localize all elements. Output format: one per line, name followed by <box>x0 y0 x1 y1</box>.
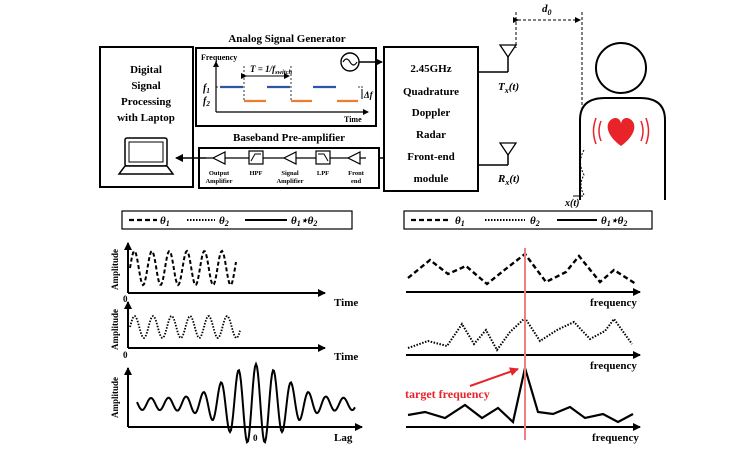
left-plot-3-xlabel: Lag <box>334 432 353 444</box>
label-signal: Signal <box>281 170 299 177</box>
left-plot-2: Amplitude 0 Time <box>110 301 358 363</box>
legend-right: θ1 θ2 θ1⋆θ2 <box>403 210 653 230</box>
label-front: Front <box>348 170 365 177</box>
bpa-title: Baseband Pre-amplifier <box>233 132 345 144</box>
lpf-icon <box>315 150 331 165</box>
target-frequency-arrow <box>469 367 519 387</box>
label-end: end <box>351 178 362 185</box>
left-plot-2-ylabel: Amplitude <box>110 309 120 350</box>
theta2-wave <box>129 314 241 340</box>
radar-line-2: Quadrature <box>403 86 459 98</box>
xt-label: x(t) <box>564 198 579 209</box>
radar-line-5: Front-end <box>407 151 454 163</box>
asg-delta-label: Δf <box>363 90 374 100</box>
right-plot-2-xlabel: frequency <box>590 360 637 372</box>
correlation-wave <box>136 361 356 444</box>
left-plot-1-ylabel: Amplitude <box>110 249 120 290</box>
heart-icon <box>592 117 650 146</box>
label-hpf: HPF <box>250 170 263 177</box>
d0-label: d0 <box>542 3 552 17</box>
left-plot-3-ylabel: Amplitude <box>110 377 120 418</box>
dsp-line-2: Signal <box>131 80 160 92</box>
dsp-line-3: Processing <box>121 96 171 108</box>
left-plot-2-zero: 0 <box>123 350 128 360</box>
target-frequency-label: target frequency <box>405 387 490 401</box>
rx-antenna-icon <box>478 142 518 166</box>
asg-f2-label: f2 <box>203 96 210 108</box>
radar-line-1: 2.45GHz <box>410 63 451 75</box>
distance-d0: d0 <box>513 3 583 140</box>
tx-label: Tx(t) <box>498 81 519 95</box>
dsp-line-4: with Laptop <box>117 112 175 124</box>
legend-right-conv: θ1⋆θ2 <box>601 215 627 228</box>
chest-displacement <box>580 149 585 196</box>
left-plot-1-xlabel: Time <box>334 297 358 309</box>
asg-period-label: T = 1/fswitch <box>250 64 292 76</box>
legend-right-theta2: θ2 <box>530 215 540 228</box>
label-amplifier-2: Amplifier <box>276 178 303 185</box>
label-lpf: LPF <box>317 170 329 177</box>
tx-antenna-icon <box>478 44 518 73</box>
legend-left: θ1 θ2 θ1⋆θ2 <box>121 210 353 230</box>
right-plot-3: frequency <box>406 363 641 444</box>
left-plot-3: Amplitude 0 Lag <box>110 361 363 444</box>
radar-line-4: Radar <box>416 129 446 141</box>
legend-right-theta1: θ1 <box>455 215 465 228</box>
theta1-wave <box>129 249 237 287</box>
front-end-icon <box>346 151 361 165</box>
signal-amp-icon <box>282 151 297 165</box>
legend-left-theta1: θ1 <box>160 215 170 228</box>
rx-label: Rx(t) <box>497 173 520 187</box>
right-plot-2: frequency <box>406 316 641 372</box>
laptop-icon <box>117 137 175 175</box>
theta2-spectrum <box>407 316 633 352</box>
asg-title: Analog Signal Generator <box>228 33 345 45</box>
analog-signal-generator: Analog Signal Generator Frequency Time f… <box>195 33 377 127</box>
oscillator-icon <box>340 52 360 72</box>
left-plot-2-xlabel: Time <box>334 351 358 363</box>
radar-line-3: Doppler <box>412 107 451 119</box>
asg-f1-label: f1 <box>203 83 210 95</box>
asg-ylabel: Frequency <box>201 53 237 62</box>
radar-line-6: module <box>414 173 449 185</box>
legend-left-theta2: θ2 <box>219 215 229 228</box>
left-plot-1-zero: 0 <box>123 294 128 304</box>
right-plot-1: frequency <box>406 252 641 309</box>
person-icon <box>579 42 666 200</box>
right-plot-3-xlabel: frequency <box>592 432 639 444</box>
left-plot-3-zero: 0 <box>253 433 258 443</box>
legend-left-conv: θ1⋆θ2 <box>291 215 317 228</box>
hpf-icon <box>248 150 264 165</box>
asg-xlabel: Time <box>344 115 362 124</box>
radar-module: 2.45GHz Quadrature Doppler Radar Front-e… <box>383 46 479 192</box>
label-output: Output <box>209 170 230 177</box>
output-amp-icon <box>211 151 226 165</box>
theta1-spectrum <box>407 252 637 286</box>
label-amplifier-1: Amplifier <box>205 178 232 185</box>
right-plot-1-xlabel: frequency <box>590 297 637 309</box>
dsp-block: Digital Signal Processing with Laptop <box>99 46 194 188</box>
left-plot-1: Amplitude 0 Time <box>110 242 358 309</box>
dsp-line-1: Digital <box>130 64 162 76</box>
baseband-preamplifier: Baseband Pre-amplifier Output Amplifier … <box>198 132 383 189</box>
